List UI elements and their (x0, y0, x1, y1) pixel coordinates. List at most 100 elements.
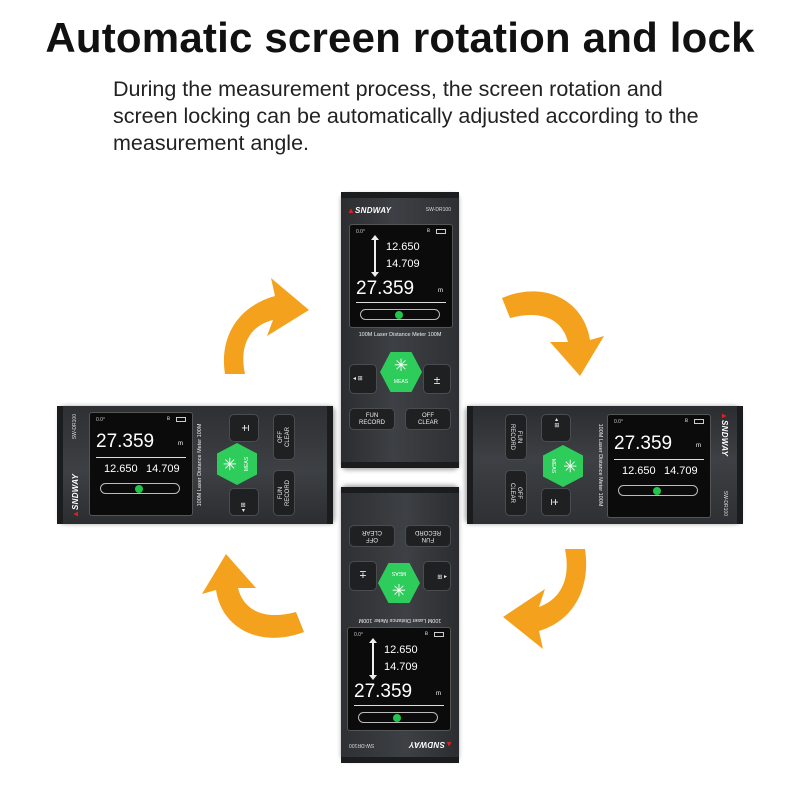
curved-arrow-icon (223, 278, 309, 374)
range-label: 100M Laser Distance Meter 100M (197, 423, 203, 507)
range-label: 100M Laser Distance Meter 100M (597, 423, 603, 507)
clear-label: CLEAR (417, 420, 438, 426)
status-row: 0.0° ʙ (354, 631, 444, 638)
device-bottom-cap (341, 462, 459, 468)
off-label: OFF (366, 536, 378, 542)
main-reading: 27.359 (356, 278, 415, 299)
laser-icon: ✳ (393, 356, 409, 376)
off-label: OFF (278, 431, 284, 443)
sub-value-2: 14.709 (386, 258, 420, 270)
laser-meter-top: ▲ SNDWAY SW-DR100 0.0° ʙ 12.650 14.709 2… (341, 192, 459, 468)
clear-label: CLEAR (285, 427, 291, 448)
brand-name: SNDWAY (408, 740, 445, 749)
fun-label: FUN (278, 486, 284, 500)
meas-label: MEAS (393, 379, 409, 385)
sub-value-1: 12.650 (622, 465, 656, 477)
curved-arrow-icon (202, 554, 304, 638)
device-bottom-cap (467, 406, 473, 524)
model-label: SW-DR100 (425, 207, 451, 213)
level-bubble (360, 309, 440, 320)
main-reading: 27.359 (354, 681, 413, 702)
sub-value-1: 12.650 (386, 241, 420, 253)
range-line (96, 457, 186, 458)
brand-name: SNDWAY (71, 473, 80, 510)
sub-value-2: 14.709 (146, 463, 180, 475)
battery-icon (694, 419, 704, 424)
status-row: 0.0° ʙ (96, 416, 186, 423)
fun-label: FUN (516, 430, 522, 444)
bluetooth-icon: ʙ (166, 416, 170, 422)
level-bubble (100, 483, 180, 494)
range-label: 100M Laser Distance Meter 100M (358, 332, 442, 338)
plus-minus-button[interactable]: ± (349, 561, 377, 591)
sub-value-1: 12.650 (104, 463, 138, 475)
mode-button[interactable]: ◂ ⊞ (541, 414, 571, 442)
level-bubble (618, 485, 698, 496)
display-screen: 0.0° ʙ 12.650 14.709 27.359 m (349, 224, 453, 328)
angle-readout: 0.0° (354, 632, 363, 638)
range-label: 100M Laser Distance Meter 100M (358, 617, 442, 623)
headline: Automatic screen rotation and lock (45, 14, 755, 61)
angle-readout: 0.0° (96, 417, 105, 423)
unit-label: m (178, 441, 183, 447)
level-dot (393, 714, 401, 722)
device-top-cap (341, 192, 459, 198)
mode-button[interactable]: ◂ ⊞ (229, 488, 259, 516)
status-row: 0.0° ʙ (356, 228, 446, 235)
device-bottom-cap (327, 406, 333, 524)
unit-label: m (696, 443, 701, 449)
brand-logo-icon: ▲ (347, 206, 355, 215)
status-row: 0.0° ʙ (614, 418, 704, 425)
sub-value-2: 14.709 (664, 465, 698, 477)
angle-readout: 0.0° (356, 229, 365, 235)
record-label: RECORD (509, 423, 515, 450)
mode-icon: ◂ ⊞ (353, 376, 363, 382)
device-bottom-cap (341, 487, 459, 493)
sub-value-2: 14.709 (384, 661, 418, 673)
laser-meter-bottom: ▲ SNDWAY SW-DR100 0.0° ʙ 12.650 14.709 2… (341, 487, 459, 763)
off-label: OFF (422, 413, 434, 419)
display-screen: 0.0° ʙ 27.359 m 12.650 14.709 (607, 414, 711, 518)
range-line (354, 705, 444, 706)
bluetooth-icon: ʙ (684, 418, 688, 424)
plus-minus-button[interactable]: ± (423, 364, 451, 394)
laser-meter-left: ▲ SNDWAY SW-DR100 0.0° ʙ 27.359 m 12.650… (57, 406, 333, 524)
angle-readout: 0.0° (614, 419, 623, 425)
bluetooth-icon: ʙ (424, 631, 428, 637)
battery-icon (176, 417, 186, 422)
record-label: RECORD (358, 420, 385, 426)
level-bubble (358, 712, 438, 723)
brand-name: SNDWAY (720, 420, 729, 457)
fun-label: FUN (421, 536, 435, 542)
description: During the measurement process, the scre… (113, 77, 699, 155)
device-top-cap (341, 757, 459, 763)
device-top-cap (57, 406, 63, 524)
mode-icon: ◂ ⊞ (553, 418, 559, 428)
mode-icon: ◂ ⊞ (437, 573, 447, 579)
unit-label: m (436, 691, 441, 697)
plus-minus-button[interactable]: ± (541, 488, 571, 516)
display-screen: 0.0° ʙ 12.650 14.709 27.359 m (347, 627, 451, 731)
record-label: RECORD (285, 480, 291, 507)
model-label: SW-DR100 (72, 414, 78, 440)
clear-label: CLEAR (509, 482, 515, 503)
main-reading: 27.359 (614, 433, 673, 454)
plus-minus-button[interactable]: ± (229, 414, 259, 442)
mode-button[interactable]: ◂ ⊞ (349, 364, 377, 394)
record-label: RECORD (415, 529, 442, 535)
device-top-cap (737, 406, 743, 524)
battery-icon (436, 229, 446, 234)
curved-arrow-icon (503, 549, 587, 649)
fun-label: FUN (365, 413, 379, 419)
mode-button[interactable]: ◂ ⊞ (423, 561, 451, 591)
bluetooth-icon: ʙ (426, 228, 430, 234)
sub-value-1: 12.650 (384, 644, 418, 656)
